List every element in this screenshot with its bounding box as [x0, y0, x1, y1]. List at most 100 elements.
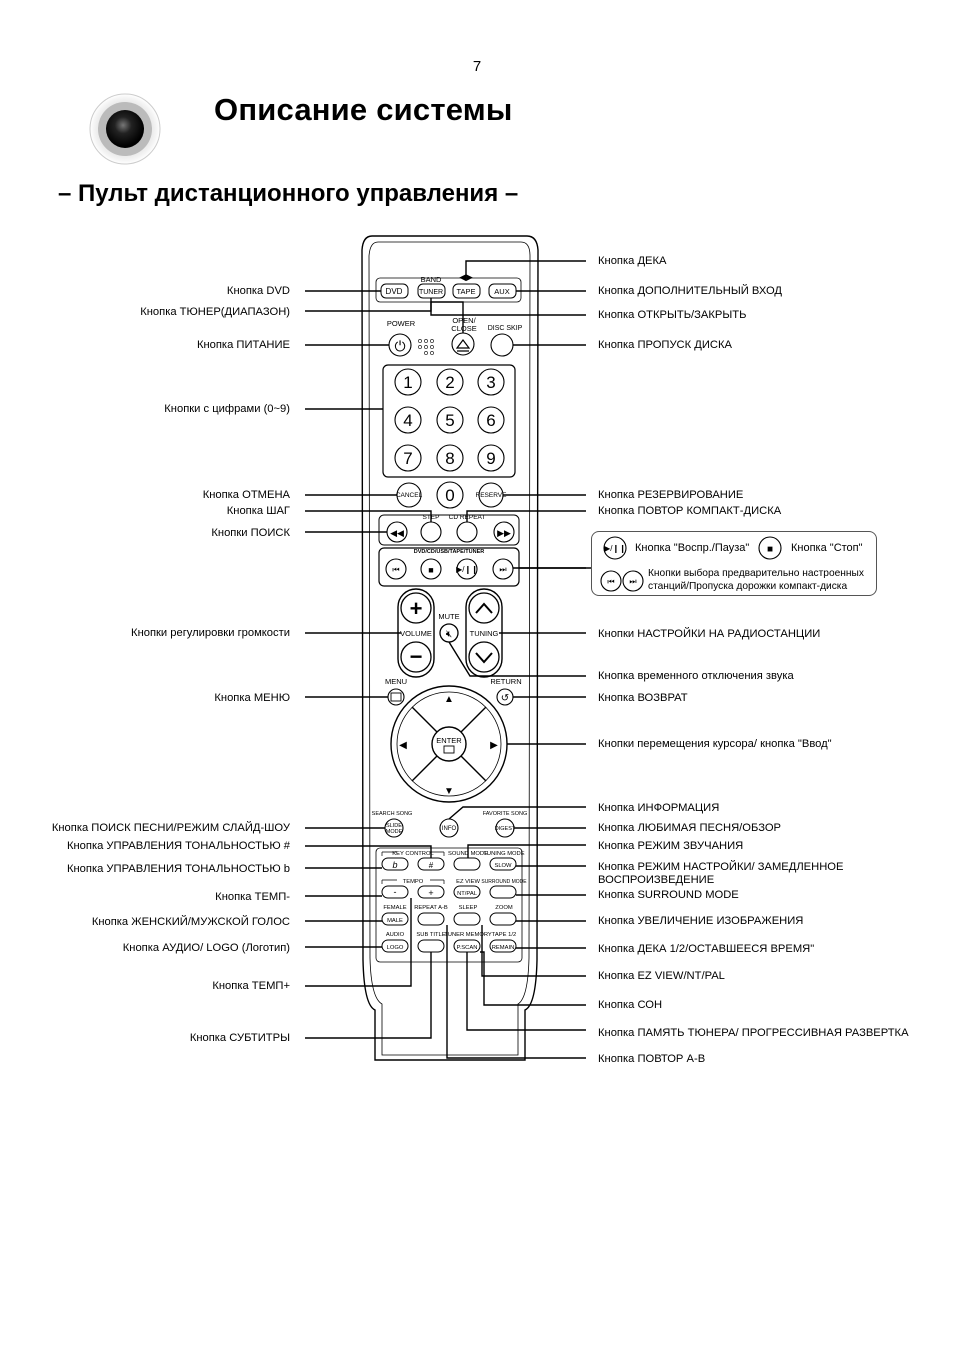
svg-text:⏮: ⏮: [392, 565, 399, 574]
svg-text:EZ VIEW: EZ VIEW: [456, 879, 480, 885]
svg-text:+: +: [428, 888, 433, 898]
svg-text:TUNER MEMORY: TUNER MEMORY: [444, 932, 492, 938]
digit-4: 4: [403, 411, 412, 430]
svg-text:↺: ↺: [501, 693, 509, 704]
label-zoom: Кнопка УВЕЛИЧЕНИЕ ИЗОБРАЖЕНИЯ: [598, 915, 804, 927]
label-female: Кнопка ЖЕНСКИЙ/МУЖСКОЙ ГОЛОС: [91, 916, 290, 928]
svg-text:■: ■: [767, 544, 773, 555]
page-number: 7: [472, 58, 482, 75]
label-search: Кнопки ПОИСК: [211, 527, 290, 539]
svg-text:VOLUME: VOLUME: [400, 629, 432, 638]
svg-text:TAPE: TAPE: [456, 287, 475, 296]
legend-play-pause: Кнопка "Воспр./Пауза": [635, 542, 750, 554]
svg-text:DVD: DVD: [386, 287, 403, 296]
label-power: Кнопка ПИТАНИЕ: [196, 339, 290, 351]
label-info: Кнопка ИНФОРМАЦИЯ: [598, 802, 720, 814]
transport-legend: Кнопка "Воспр./Пауза" Кнопка "Стоп" Кноп…: [591, 531, 877, 596]
svg-text:SLIDE: SLIDE: [386, 823, 402, 829]
svg-text:POWER: POWER: [387, 319, 416, 328]
label-disc-skip: Кнопка ПРОПУСК ДИСКА: [598, 339, 732, 351]
label-cd-repeat: Кнопка ПОВТОР КОМПАКТ-ДИСКА: [598, 505, 782, 517]
svg-text:AUDIO: AUDIO: [386, 932, 405, 938]
svg-text:TAPE 1/2: TAPE 1/2: [492, 932, 516, 938]
label-cursor: Кнопки перемещения курсора/ кнопка "Ввод…: [598, 738, 832, 750]
svg-text:⏮: ⏮: [607, 577, 614, 586]
label-cancel: Кнопка ОТМЕНА: [202, 489, 290, 501]
svg-text:BAND: BAND: [421, 275, 442, 284]
svg-text:RESERVE: RESERVE: [476, 492, 508, 499]
legend-skip-line2: станций/Пропуска дорожки компакт-диска: [648, 581, 848, 592]
svg-text:⏻: ⏻: [394, 338, 405, 354]
label-dvd: Кнопка DVD: [226, 285, 290, 297]
label-audio: Кнопка АУДИО/ LOGO (Логотип): [122, 942, 290, 954]
svg-text:LOGO: LOGO: [387, 945, 404, 951]
label-return: Кнопка ВОЗВРАТ: [598, 692, 688, 704]
svg-text:REMAIN: REMAIN: [492, 945, 515, 951]
svg-text:AUX: AUX: [494, 287, 509, 296]
svg-text:SLEEP: SLEEP: [459, 905, 478, 911]
digit-0: 0: [445, 486, 454, 505]
label-ez-view: Кнопка EZ VIEW/NT/PAL: [598, 970, 725, 982]
digit-7: 7: [403, 449, 412, 468]
legend-stop: Кнопка "Стоп": [791, 542, 863, 554]
svg-text:SLOW: SLOW: [494, 863, 512, 869]
svg-text:⏭: ⏭: [499, 565, 506, 574]
label-step: Кнопка ШАГ: [226, 505, 290, 517]
svg-text:◀▶: ◀▶: [459, 272, 473, 282]
svg-text:FAVORITE SONG: FAVORITE SONG: [483, 811, 528, 817]
svg-text:DVD/CD/USB/TAPE/TUNER: DVD/CD/USB/TAPE/TUNER: [414, 549, 485, 555]
label-deck: Кнопка ДЕКА: [598, 255, 667, 267]
label-remain: Кнопка ДЕКА 1/2/ОСТАВШЕЕСЯ ВРЕМЯ": [598, 943, 815, 955]
digit-1: 1: [403, 373, 412, 392]
svg-text:SUB TITLE: SUB TITLE: [416, 932, 445, 938]
label-tempo-plus: Кнопка ТЕМП+: [212, 980, 290, 992]
digit-5: 5: [445, 411, 454, 430]
svg-text:ENTER: ENTER: [436, 736, 462, 745]
svg-text:◀: ◀: [399, 740, 407, 751]
digit-3: 3: [486, 373, 495, 392]
digit-2: 2: [445, 373, 454, 392]
label-mute: Кнопка временного отключения звука: [598, 670, 794, 682]
svg-text:TUNING: TUNING: [470, 629, 499, 638]
svg-text:◀◀: ◀◀: [390, 528, 404, 538]
legend-skip-line1: Кнопки выбора предварительно настроенных: [648, 568, 864, 579]
label-reserve: Кнопка РЕЗЕРВИРОВАНИЕ: [598, 489, 744, 501]
svg-text:−: −: [410, 644, 423, 669]
svg-text:DIGEST: DIGEST: [495, 826, 516, 832]
svg-text:▶: ▶: [490, 740, 498, 751]
svg-text:CLOSE: CLOSE: [451, 324, 476, 333]
svg-text:P.SCAN: P.SCAN: [457, 945, 478, 951]
svg-text:🔇︎: 🔇︎: [446, 629, 452, 640]
svg-text:▼: ▼: [444, 786, 454, 797]
label-tempo-minus: Кнопка ТЕМП-: [215, 891, 290, 903]
svg-text:CANCEL: CANCEL: [396, 492, 423, 499]
svg-text:FEMALE: FEMALE: [383, 905, 406, 911]
label-tuning: Кнопки НАСТРОЙКИ НА РАДИОСТАНЦИИ: [598, 628, 821, 640]
label-volume: Кнопки регулировки громкости: [131, 627, 290, 639]
svg-text:NT/PAL: NT/PAL: [457, 891, 478, 897]
svg-text:b: b: [392, 860, 397, 870]
svg-text:RETURN: RETURN: [490, 677, 521, 686]
page-title: Описание системы: [214, 92, 513, 127]
svg-text:#: #: [429, 861, 434, 870]
label-repeat-ab: Кнопка ПОВТОР A-B: [598, 1053, 706, 1065]
svg-text:MALE: MALE: [387, 918, 403, 924]
label-menu: Кнопка МЕНЮ: [214, 692, 290, 704]
label-slide: Кнопка ПОИСК ПЕСНИ/РЕЖИМ СЛАЙД-ШОУ: [51, 822, 290, 834]
section-subtitle: – Пульт дистанционного управления –: [58, 180, 519, 207]
label-aux: Кнопка ДОПОЛНИТЕЛЬНЫЙ ВХОД: [598, 285, 783, 297]
label-p-scan: Кнопка ПАМЯТЬ ТЮНЕРА/ ПРОГРЕССИВНАЯ РАЗВ…: [598, 1027, 909, 1039]
svg-text:OPEN/: OPEN/: [452, 316, 476, 325]
svg-text:TUNER: TUNER: [419, 289, 443, 296]
remote-body: [361, 235, 539, 1061]
svg-text:SEARCH SONG: SEARCH SONG: [372, 811, 413, 817]
svg-text:INFO: INFO: [442, 826, 457, 832]
label-digest: Кнопка ЛЮБИМАЯ ПЕСНЯ/ОБЗОР: [598, 822, 782, 834]
label-open-close: Кнопка ОТКРЫТЬ/ЗАКРЫТЬ: [598, 309, 747, 321]
svg-text:⏭: ⏭: [629, 577, 636, 586]
svg-text:▶▶: ▶▶: [497, 528, 511, 538]
label-surround: Кнопка SURROUND MODE: [598, 889, 739, 901]
svg-text:▲: ▲: [444, 694, 454, 705]
label-key-sharp: Кнопка УПРАВЛЕНИЯ ТОНАЛЬНОСТЬЮ #: [66, 840, 290, 852]
